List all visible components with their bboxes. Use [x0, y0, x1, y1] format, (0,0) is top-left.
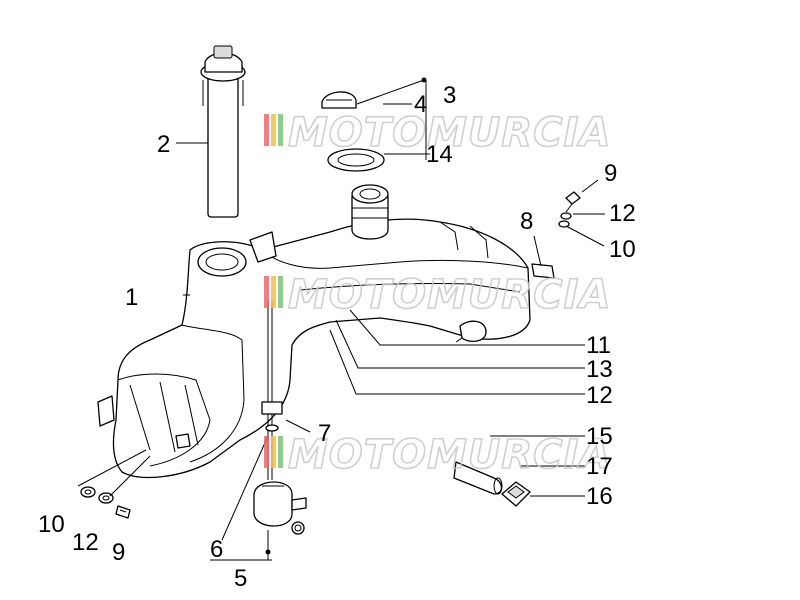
watermark-middle: MOTOMURCIA [264, 271, 611, 319]
callout-10-upper: 10 [609, 236, 636, 263]
filler-cap [321, 91, 357, 109]
callout-8: 8 [520, 208, 533, 235]
callout-12-lower: 12 [72, 529, 99, 556]
hose-clamp [501, 481, 531, 507]
callout-12-upper: 12 [609, 200, 636, 227]
callout-12-middle: 12 [586, 382, 613, 409]
callout-13: 13 [586, 356, 613, 383]
bolt-lower-left [80, 486, 131, 519]
callout-5: 5 [234, 565, 247, 592]
fuel-tank [97, 218, 555, 479]
watermark-top: MOTOMURCIA [264, 109, 611, 157]
callout-9-lower: 9 [112, 539, 125, 566]
filler-neck [351, 184, 389, 240]
watermark-group: MOTOMURCIA MOTOMURCIA MOTOMURCIA [264, 109, 611, 479]
callout-9-upper: 9 [604, 160, 617, 187]
callout-7: 7 [318, 420, 331, 447]
callout-6: 6 [210, 536, 223, 563]
callout-11: 11 [586, 332, 611, 359]
callout-2: 2 [157, 131, 170, 158]
fuel-hose [453, 461, 503, 495]
callout-16: 16 [586, 483, 613, 510]
callout-3: 3 [443, 82, 456, 109]
callout-14: 14 [426, 141, 453, 168]
leader-lines [77, 77, 605, 561]
watermark-text-bottom: MOTOMURCIA [288, 432, 611, 478]
callout-4: 4 [414, 91, 427, 118]
callout-1: 1 [125, 284, 138, 311]
watermark-bottom: MOTOMURCIA [264, 431, 611, 479]
watermark-text-middle: MOTOMURCIA [288, 272, 611, 318]
callout-17: 17 [586, 453, 613, 480]
watermark-text-top: MOTOMURCIA [288, 110, 611, 156]
filler-seal [327, 148, 385, 172]
callout-15: 15 [586, 423, 613, 450]
bolt-upper-right [558, 191, 581, 228]
callout-labels: 1 2 3 4 14 9 12 10 8 11 13 12 7 15 17 16… [38, 82, 636, 592]
callout-10-lower: 10 [38, 511, 65, 538]
fuel-level-sender [200, 45, 246, 218]
fuel-tap [253, 300, 307, 535]
